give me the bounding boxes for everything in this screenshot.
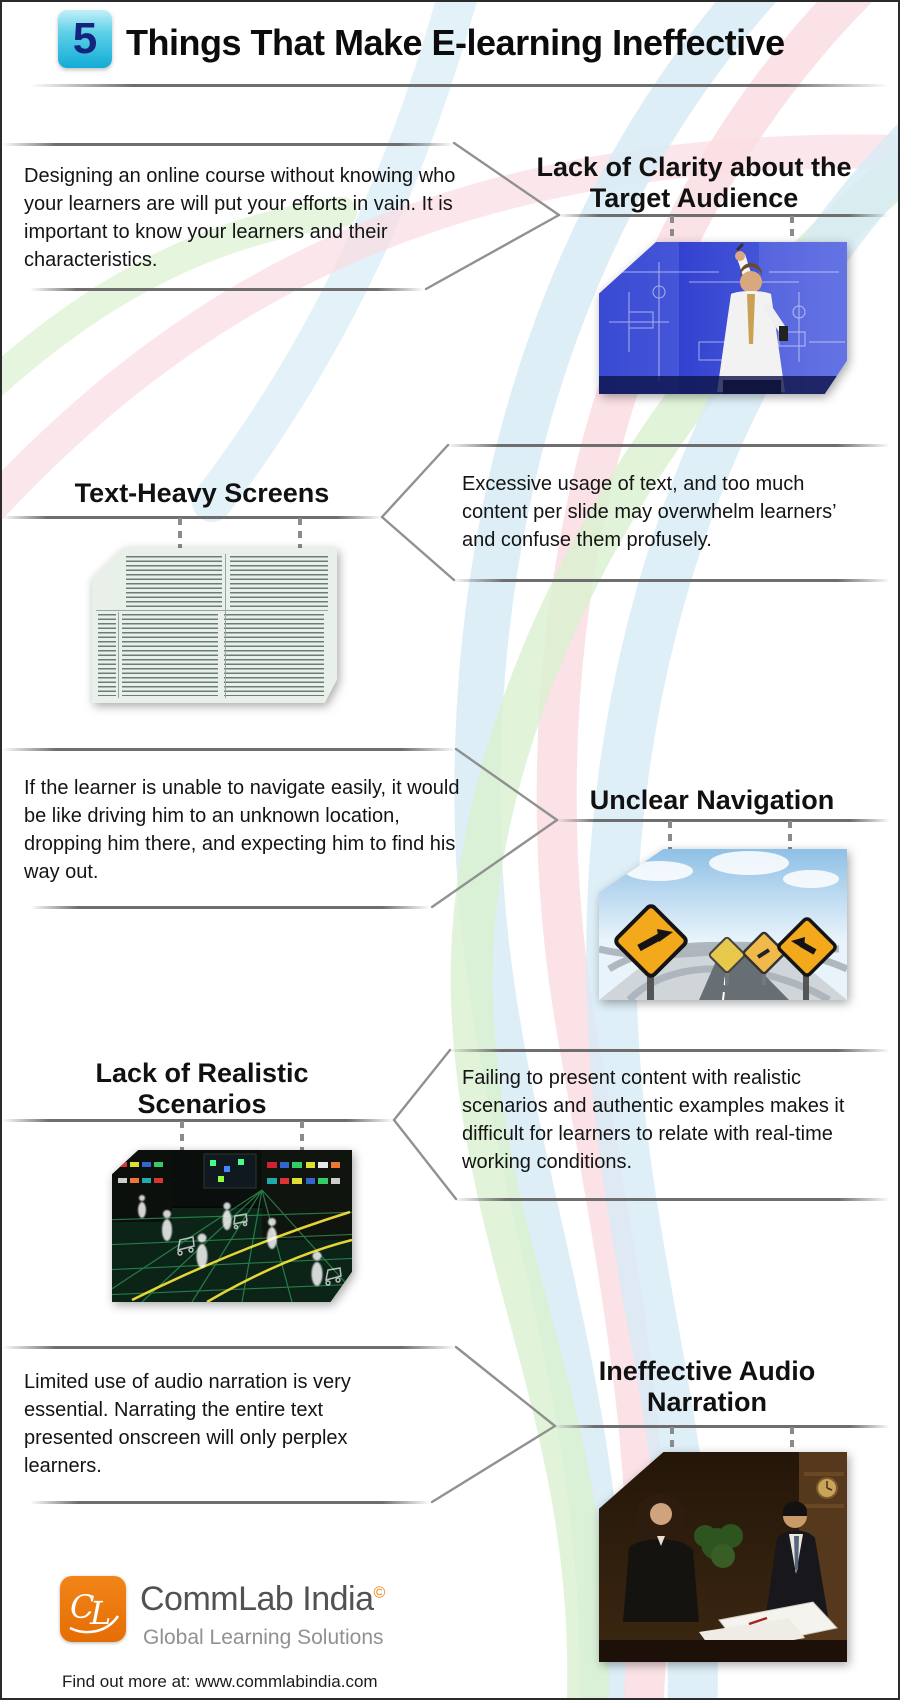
- dashed-connector: [178, 518, 182, 549]
- brand-tagline: Global Learning Solutions: [143, 1626, 384, 1649]
- dashed-connector: [790, 1427, 794, 1453]
- section-2-heading: Text-Heavy Screens: [74, 478, 330, 508]
- count-badge: 5: [58, 10, 112, 68]
- brand-name: CommLab India©: [140, 1580, 385, 1619]
- businessman-figure: [717, 242, 788, 394]
- target-audience-photo: [599, 242, 847, 394]
- woman-figure: [623, 1493, 699, 1622]
- find-out-more-text: Find out more at: www.commlabindia.com: [62, 1672, 378, 1691]
- divider: [2, 1346, 456, 1349]
- newspaper-rule: [225, 554, 226, 698]
- section-3-paragraph: If the learner is unable to navigate eas…: [24, 777, 460, 883]
- divider: [2, 516, 382, 519]
- divider: [452, 579, 890, 582]
- newspaper-column: [122, 614, 218, 696]
- section-1-paragraph: Designing an online course without knowi…: [24, 165, 456, 271]
- svg-text:C: C: [70, 1588, 94, 1626]
- dashed-connector: [298, 518, 302, 549]
- page-title: Things That Make E-learning Ineffective: [126, 22, 785, 63]
- divider: [454, 1198, 890, 1201]
- newspaper-rule: [118, 612, 119, 698]
- count-number: 5: [72, 14, 98, 63]
- section-5-paragraph: Limited use of audio narration is very e…: [24, 1371, 351, 1477]
- section-3-heading: Unclear Navigation: [589, 785, 835, 815]
- divider: [30, 288, 424, 291]
- newspaper-column: [98, 614, 116, 696]
- divider: [558, 214, 888, 217]
- newspaper-column: [126, 556, 222, 608]
- divider: [30, 1501, 430, 1504]
- newspaper-rule: [96, 610, 328, 611]
- dashed-connector: [300, 1121, 304, 1151]
- section-4-heading: Lack of Realistic Scenarios: [95, 1058, 309, 1119]
- divider: [448, 1049, 890, 1052]
- dashed-connector: [788, 821, 792, 850]
- section-5-heading: Ineffective Audio Narration: [598, 1356, 816, 1417]
- aisle-lines: [131, 1210, 352, 1302]
- copyright-icon: ©: [373, 1584, 386, 1602]
- section-2-paragraph: Excessive usage of text, and too much co…: [462, 473, 836, 551]
- divider: [446, 444, 890, 447]
- divider: [30, 906, 430, 909]
- divider: [2, 143, 454, 146]
- dashed-connector: [180, 1121, 184, 1151]
- divider: [556, 819, 890, 822]
- newspaper-column: [224, 614, 324, 696]
- dashed-connector: [668, 821, 672, 850]
- section-4-paragraph: Failing to present content with realisti…: [462, 1067, 845, 1173]
- man-figure: [765, 1501, 829, 1622]
- realistic-scenarios-photo: [112, 1150, 352, 1302]
- commlab-logo-icon: C L: [60, 1576, 126, 1642]
- newspaper-column: [230, 556, 328, 608]
- road-signs: [614, 904, 837, 1000]
- divider: [2, 748, 456, 751]
- title-divider: [30, 84, 888, 87]
- dashed-connector: [670, 1427, 674, 1453]
- section-1-heading: Lack of Clarity about the Target Audienc…: [536, 152, 852, 213]
- shelf-products: [118, 1153, 340, 1189]
- shopping-carts: [177, 1213, 342, 1286]
- plant: [694, 1524, 743, 1568]
- text-heavy-photo: [92, 548, 337, 703]
- divider: [2, 1119, 394, 1122]
- unclear-navigation-photo: [599, 849, 847, 1000]
- svg-text:L: L: [89, 1594, 111, 1632]
- diagonal-connector-lines: [380, 141, 561, 1504]
- wireframe-shoppers: [138, 1195, 323, 1286]
- audio-narration-photo: [599, 1452, 847, 1662]
- brand-text: CommLab India: [140, 1580, 374, 1618]
- dashed-connector: [790, 216, 794, 244]
- dashed-connector: [670, 216, 674, 244]
- divider: [554, 1425, 890, 1428]
